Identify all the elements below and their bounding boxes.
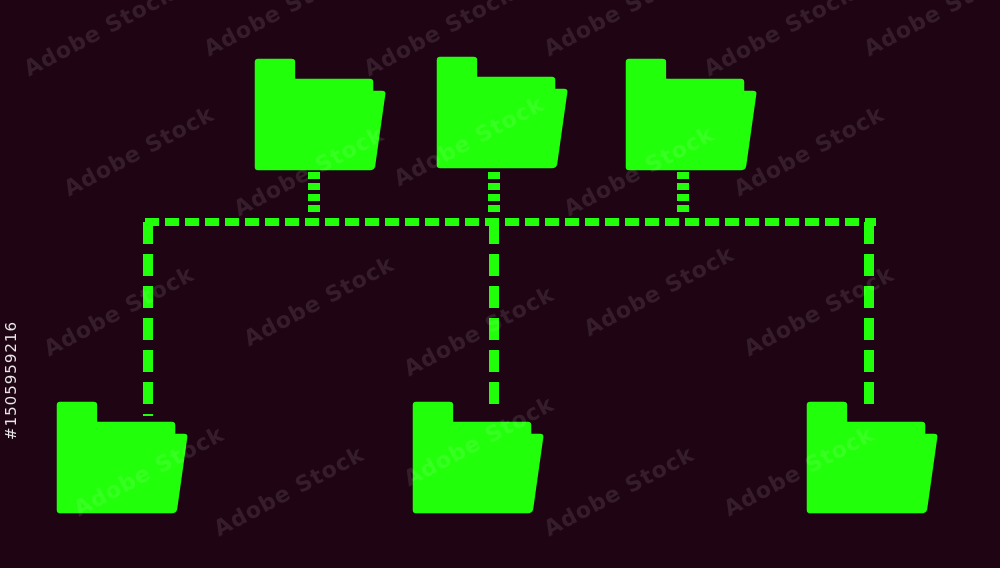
connector-stub-1b <box>308 183 320 190</box>
connector-stub-3b <box>677 183 689 190</box>
top-connectors <box>308 172 689 212</box>
connector-stub-2d <box>488 205 500 212</box>
folder-icon <box>805 400 939 515</box>
connector-stub-1 <box>308 172 320 179</box>
folder-icon <box>55 400 189 515</box>
stock-id-label: #1505959216 <box>2 320 20 440</box>
connector-stub-1c <box>308 194 320 201</box>
connector-stub-3 <box>677 172 689 179</box>
connector-stub-1d <box>308 205 320 212</box>
folder-icon <box>253 57 387 172</box>
connector-stub-2c <box>488 194 500 201</box>
connector-stub-3c <box>677 194 689 201</box>
connector-stub-2b <box>488 183 500 190</box>
connector-stub-2 <box>488 172 500 179</box>
folder-icon <box>411 400 545 515</box>
folder-icon <box>435 55 569 170</box>
folder-icon <box>624 57 758 172</box>
connector-stub-3d <box>677 205 689 212</box>
